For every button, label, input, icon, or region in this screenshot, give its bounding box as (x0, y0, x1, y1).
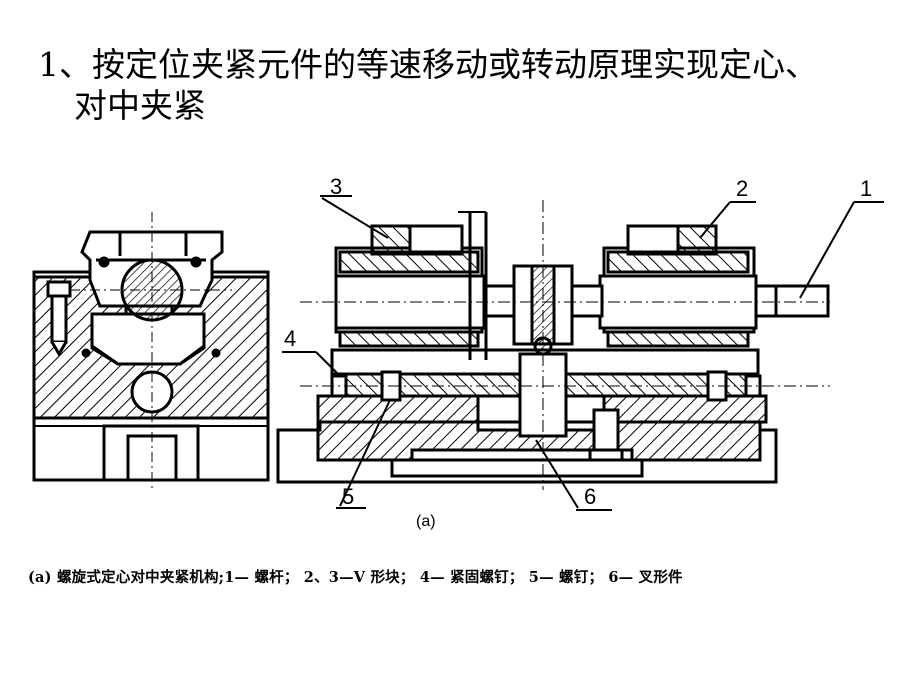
label-3: 3 (330, 174, 342, 199)
title-line-2: 对中夹紧 (74, 86, 206, 125)
mechanism-drawing: 3 2 1 4 5 6 (a) (32, 174, 884, 530)
front-view (276, 200, 830, 490)
label-2: 2 (736, 176, 748, 201)
sub-label: (a) (416, 513, 436, 530)
label-1: 1 (860, 176, 872, 201)
leader-lines (282, 195, 884, 511)
side-view (32, 212, 270, 490)
label-5: 5 (342, 484, 354, 509)
label-4: 4 (284, 326, 296, 351)
label-6: 6 (584, 484, 596, 509)
title-line-1: 1、按定位夹紧元件的等速移动或转动原理实现定心、 (38, 45, 818, 84)
figure-caption: (a) 螺旋式定心对中夹紧机构;1— 螺杆； 2、3—V 形块； 4— 紧固螺钉… (28, 569, 683, 586)
slide-title: 1、按定位夹紧元件的等速移动或转动原理实现定心、 对中夹紧 (38, 44, 898, 126)
